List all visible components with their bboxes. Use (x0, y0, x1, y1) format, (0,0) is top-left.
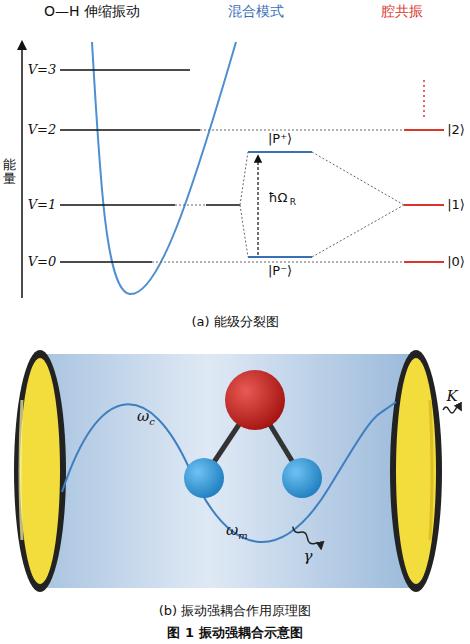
left-mirror (14, 350, 66, 592)
axis-label: 能量 (3, 158, 16, 187)
level-label: V=3 (28, 63, 57, 77)
frequency-symbol: ω (137, 408, 149, 425)
level-label: V=2 (28, 123, 57, 137)
rabi-subscript: R (290, 198, 296, 208)
column-heading: 腔共振 (381, 4, 423, 19)
leak-symbol: K (446, 388, 457, 405)
cavity-body (40, 354, 416, 588)
cavity-dots (423, 80, 425, 118)
leak-arrow (443, 407, 461, 413)
water-molecule (184, 370, 322, 498)
cavity-wave (62, 402, 396, 542)
level-label: V=1 (28, 198, 57, 212)
rabi-arrow (257, 156, 258, 255)
state-label: |1⟩ (447, 198, 465, 212)
state-label: |0⟩ (447, 255, 465, 269)
level-label: V=0 (28, 255, 57, 269)
polariton-levels (248, 152, 312, 257)
state-label: |P⁺⟩ (268, 132, 292, 146)
dotted-guides (152, 130, 404, 262)
figure-caption: 图 1 振动强耦合示意图 (167, 626, 302, 640)
column-heading: O—H 伸缩振动 (44, 4, 140, 19)
state-label: |P⁻⟩ (268, 264, 292, 278)
loss-arrow (289, 527, 324, 549)
right-mirror (390, 350, 442, 592)
column-heading: 混合模式 (228, 4, 284, 19)
panel-caption: (a) 能级分裂图 (191, 315, 278, 329)
state-label: |2⟩ (447, 123, 465, 137)
frequency-subscript: m (238, 530, 247, 541)
vibrational-levels (60, 70, 240, 262)
morse-potential (92, 42, 236, 294)
energy-axis (21, 42, 23, 298)
frequency-symbol: ω (226, 522, 238, 539)
loss-symbol: γ (304, 548, 313, 565)
frequency-subscript: c (149, 416, 155, 427)
panel-caption: (b) 振动强耦合作用原理图 (159, 604, 312, 618)
cavity-levels (404, 130, 444, 262)
rabi-label: ħΩ (269, 191, 288, 205)
